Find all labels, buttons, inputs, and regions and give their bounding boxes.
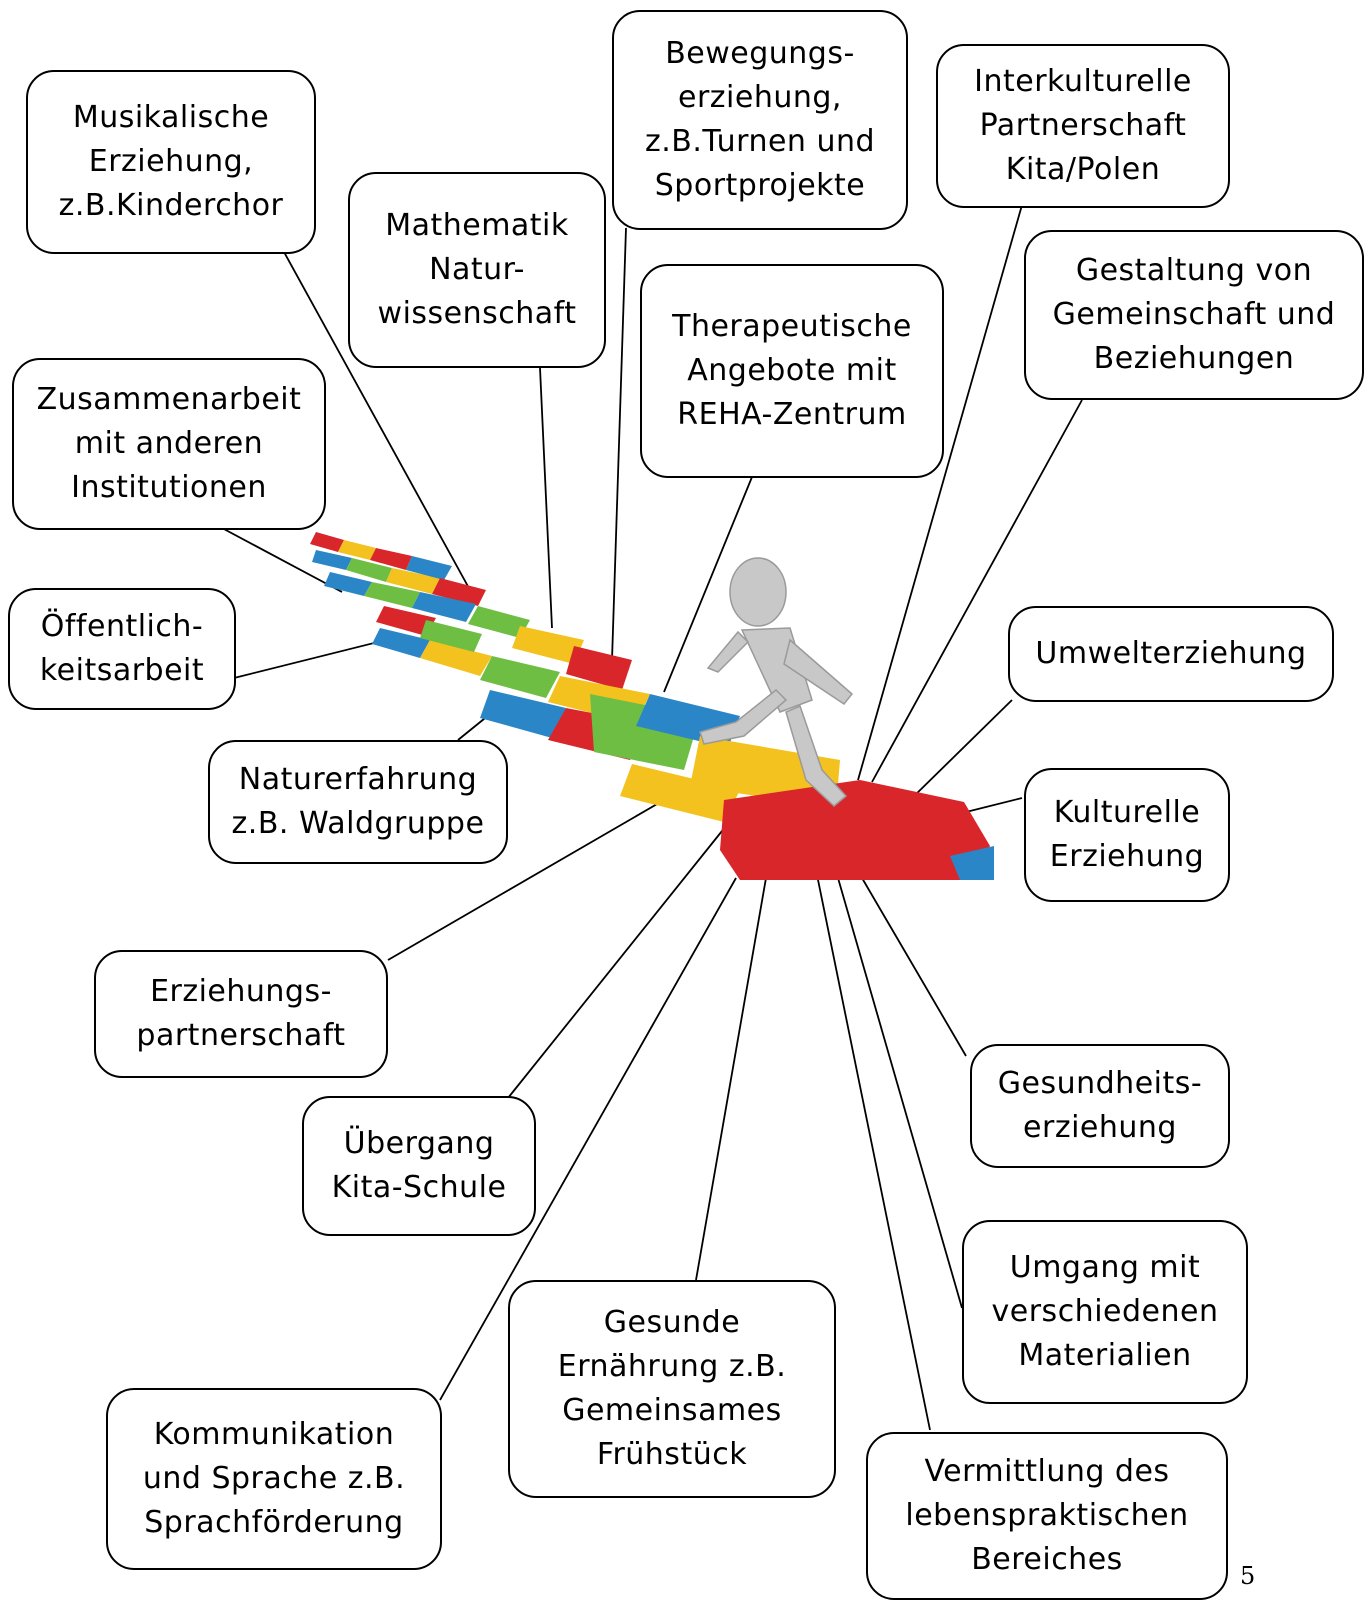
node-naturerfahrung: Naturerfahrung z.B. Waldgruppe [208, 740, 508, 864]
connector-oeffentlich [233, 637, 395, 679]
node-zusammenarbeit: Zusammenarbeit mit anderen Institutionen [12, 358, 326, 530]
puzzle-piece [432, 578, 486, 606]
puzzle-piece [364, 582, 420, 608]
connector-umwelt [909, 699, 1013, 801]
node-label: Umwelterziehung [1035, 636, 1307, 671]
node-uebergang: Übergang Kita-Schule [302, 1096, 536, 1236]
node-label: Musikalische Erziehung, z.B.Kinderchor [58, 100, 284, 223]
connector-musik [283, 251, 471, 591]
node-label: Übergang Kita-Schule [331, 1126, 507, 1205]
node-interkulturelle-partnerschaft: Interkulturelle Partnerschaft Kita/Polen [936, 44, 1230, 208]
puzzle-piece [324, 572, 372, 596]
node-kulturelle-erziehung: Kulturelle Erziehung [1024, 768, 1230, 902]
node-label: Vermittlung des lebenspraktischen Bereic… [905, 1454, 1189, 1577]
connector-uebergang [507, 825, 727, 1099]
connector-therapie [663, 476, 753, 693]
puzzle-piece [512, 626, 584, 664]
figure-leg-back [699, 688, 788, 745]
node-lebenspraktisch: Vermittlung des lebenspraktischen Bereic… [866, 1432, 1228, 1600]
puzzle-piece [338, 540, 376, 560]
puzzle-piece [376, 606, 436, 636]
node-label: Interkulturelle Partnerschaft Kita/Polen [974, 64, 1192, 187]
puzzle-path-icon [310, 532, 994, 880]
puzzle-piece [406, 556, 452, 580]
figure-arm-front [783, 638, 854, 706]
node-label: Naturerfahrung z.B. Waldgruppe [231, 762, 485, 841]
node-label: Bewegungs- erziehung, z.B.Turnen und Spo… [644, 36, 876, 203]
connector-zusammenarbeit [221, 527, 343, 593]
node-label: Gestaltung von Gemeinschaft und Beziehun… [1052, 253, 1336, 376]
puzzle-piece [720, 780, 990, 880]
node-label: Mathematik Natur- wissenschaft [377, 208, 577, 331]
connector-gemeinschaft [871, 399, 1083, 783]
node-musikalische-erziehung: Musikalische Erziehung, z.B.Kinderchor [26, 70, 316, 254]
figure-head [729, 557, 787, 627]
node-gesundheitserziehung: Gesundheits- erziehung [970, 1044, 1230, 1168]
puzzle-piece [950, 846, 994, 880]
walking-person-icon [699, 557, 854, 807]
node-label: Gesundheits- erziehung [997, 1066, 1203, 1145]
connector-mathe [539, 367, 553, 629]
connector-partnerschaft [387, 799, 665, 961]
figure-arm-back [706, 630, 750, 673]
connector-kommunikation [439, 877, 737, 1401]
node-label: Erziehungs- partnerschaft [136, 974, 346, 1053]
puzzle-piece [372, 628, 430, 658]
connector-ernaehrung [695, 877, 767, 1281]
puzzle-piece [412, 592, 476, 622]
node-kommunikation: Kommunikation und Sprache z.B. Sprachför… [106, 1388, 442, 1570]
node-label: Kommunikation und Sprache z.B. Sprachför… [142, 1417, 406, 1540]
puzzle-piece [310, 532, 344, 552]
puzzle-piece [480, 656, 560, 698]
node-label: Gesunde Ernährung z.B. Gemeinsames Frühs… [557, 1305, 787, 1472]
page-number: 5 [1240, 1562, 1256, 1590]
puzzle-piece [386, 568, 440, 594]
connector-lebenspraktisch [815, 869, 931, 1431]
node-gemeinschaft: Gestaltung von Gemeinschaft und Beziehun… [1024, 230, 1364, 400]
node-label: Zusammenarbeit mit anderen Institutionen [36, 382, 302, 505]
connector-interkulturell [857, 204, 1023, 781]
node-label: Therapeutische Angebote mit REHA-Zentrum [672, 309, 912, 432]
puzzle-piece [346, 558, 392, 582]
node-bewegungserziehung: Bewegungs- erziehung, z.B.Turnen und Spo… [612, 10, 908, 230]
node-mathematik: Mathematik Natur- wissenschaft [348, 172, 606, 368]
puzzle-piece [420, 640, 492, 676]
puzzle-piece [620, 764, 740, 822]
node-label: Kulturelle Erziehung [1049, 795, 1205, 874]
puzzle-piece [420, 620, 482, 652]
node-materialien: Umgang mit verschiedenen Materialien [962, 1220, 1248, 1404]
puzzle-piece [468, 606, 530, 638]
figure-leg-front [785, 704, 848, 807]
node-erziehungspartnerschaft: Erziehungs- partnerschaft [94, 950, 388, 1078]
node-therapeutische-angebote: Therapeutische Angebote mit REHA-Zentrum [640, 264, 944, 478]
node-umwelterziehung: Umwelterziehung [1008, 606, 1334, 702]
puzzle-piece [480, 690, 566, 738]
puzzle-piece [312, 550, 352, 570]
node-label: Öffentlich- keitsarbeit [39, 609, 205, 688]
connector-materialien [837, 877, 963, 1309]
connector-gesundheit [861, 877, 967, 1057]
node-label: Umgang mit verschiedenen Materialien [991, 1250, 1219, 1373]
connector-lines [221, 204, 1083, 1431]
puzzle-piece [566, 646, 632, 690]
node-gesunde-ernaehrung: Gesunde Ernährung z.B. Gemeinsames Frühs… [508, 1280, 836, 1498]
connector-bewegung [611, 227, 627, 661]
node-oeffentlichkeitsarbeit: Öffentlich- keitsarbeit [8, 588, 236, 710]
puzzle-piece [370, 548, 412, 570]
